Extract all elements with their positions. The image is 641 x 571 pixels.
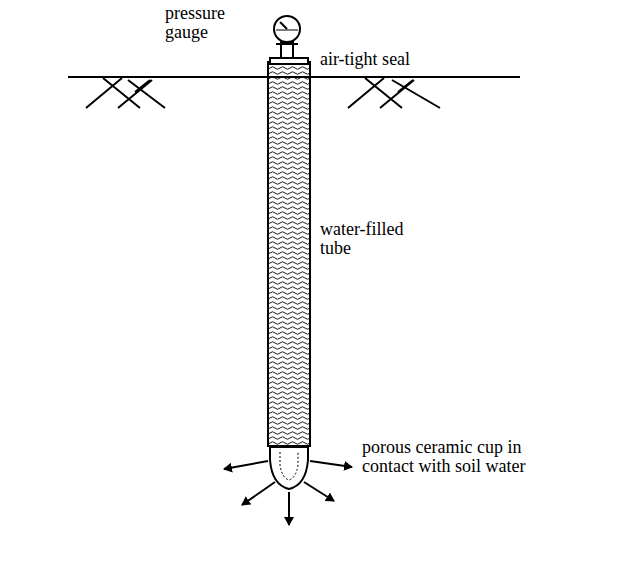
seal-label: air-tight seal bbox=[320, 50, 520, 69]
gauge-label: pressure gauge bbox=[165, 4, 265, 42]
flow-arrows bbox=[224, 461, 352, 525]
ground-hatch bbox=[86, 78, 440, 108]
cup-label: porous ceramic cup in contact with soil … bbox=[362, 438, 562, 476]
tube-label: water-filled tube bbox=[320, 220, 430, 258]
water-filled-tube bbox=[268, 62, 310, 446]
pressure-gauge bbox=[274, 16, 300, 42]
ceramic-cup bbox=[270, 447, 308, 489]
